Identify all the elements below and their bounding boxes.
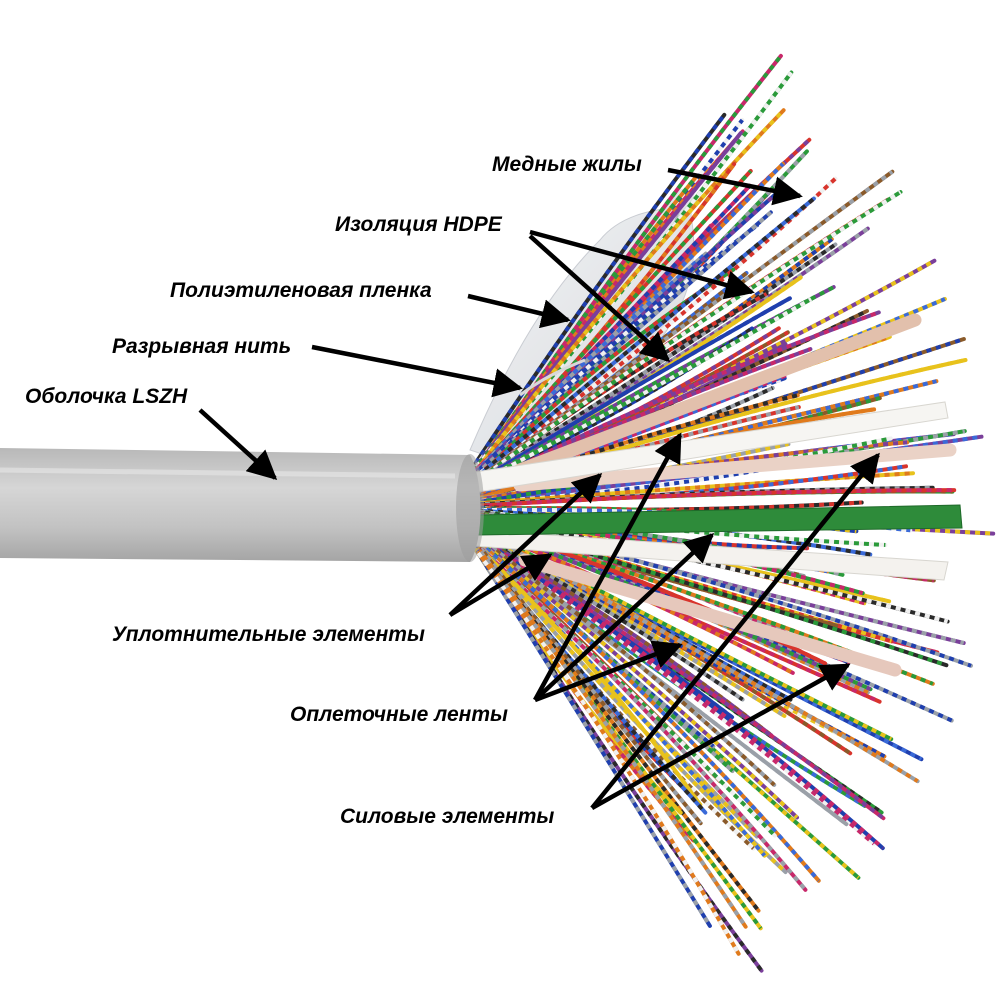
wire-pair-twist (477, 550, 764, 972)
wire-pair-twist (479, 514, 890, 604)
wire-pair-twist (476, 296, 791, 485)
wire-pair-twist (477, 519, 948, 668)
label-sheath: Оболочка LSZH (25, 385, 188, 408)
wire-pair-twist (476, 520, 934, 686)
wire-pair-twist (477, 540, 821, 883)
label-film: Полиэтиленовая пленка (170, 279, 432, 302)
arrow-fillers-2 (448, 553, 553, 617)
wire-pair-twist (474, 252, 708, 475)
wire-pair-twist (477, 176, 698, 466)
arrow-insulation-1 (529, 229, 755, 300)
label-binder-tapes: Оплеточные ленты (290, 703, 508, 726)
arrow-binder-2 (533, 533, 715, 702)
wire-pair-twist (475, 522, 953, 723)
label-copper-cores: Медные жилы (492, 153, 642, 176)
arrow-sheath (198, 408, 278, 480)
label-fillers: Уплотнительные элементы (112, 623, 425, 646)
wire-pair-twist (477, 130, 745, 467)
wire-pair-twist (478, 511, 808, 551)
wire-pair (476, 242, 838, 481)
arrow-strength-2 (590, 663, 851, 810)
arrow-strength-1 (590, 452, 880, 810)
wire-pair-twist (477, 542, 787, 874)
wire-pair-twist (476, 551, 712, 927)
arrow-rip-cord (311, 344, 523, 398)
wire-pair-twist (474, 113, 726, 465)
leader-arrows (198, 167, 880, 810)
wire-pair-twist (477, 525, 794, 675)
wire-pair-twist (475, 516, 965, 645)
wire-pair-twist (475, 131, 743, 468)
label-strength-members: Силовые элементы (340, 805, 555, 828)
wire-pair-twist (477, 535, 876, 846)
label-insulation: Изоляция HDPE (335, 213, 502, 236)
wire-pair-twist (475, 543, 807, 892)
wire-pair-twist (476, 530, 786, 718)
wire-pair-twist (476, 190, 902, 483)
wire-pair-twist (476, 545, 702, 806)
wire-pair-twist (479, 550, 748, 928)
wire-pair-twist (476, 551, 741, 955)
arrow-copper-cores (667, 167, 803, 206)
wire-pair-twist (475, 541, 777, 838)
wire-pair-twist (479, 330, 789, 488)
arrow-insulation-2 (528, 234, 671, 362)
wire-pair-twist (475, 543, 767, 857)
wire-pair-twist (479, 546, 703, 825)
label-rip-cord: Разрывная нить (112, 335, 292, 358)
wire-pair-twist (476, 488, 955, 508)
arrow-binder-1 (533, 432, 682, 702)
wire-pair-twist (479, 464, 907, 507)
wire-pair-twist (474, 358, 966, 497)
wire-pair-twist (477, 108, 786, 469)
arrow-fillers-1 (448, 473, 603, 617)
wire-pair-twist (475, 347, 812, 491)
wire-pair-twist (475, 297, 813, 486)
rip-cord (519, 358, 586, 397)
arrow-film (467, 293, 571, 329)
wire-pair-twist (474, 533, 773, 737)
cable-sheath (0, 448, 484, 562)
wire-pair-twist (475, 226, 869, 483)
arrow-binder-3 (534, 640, 683, 703)
